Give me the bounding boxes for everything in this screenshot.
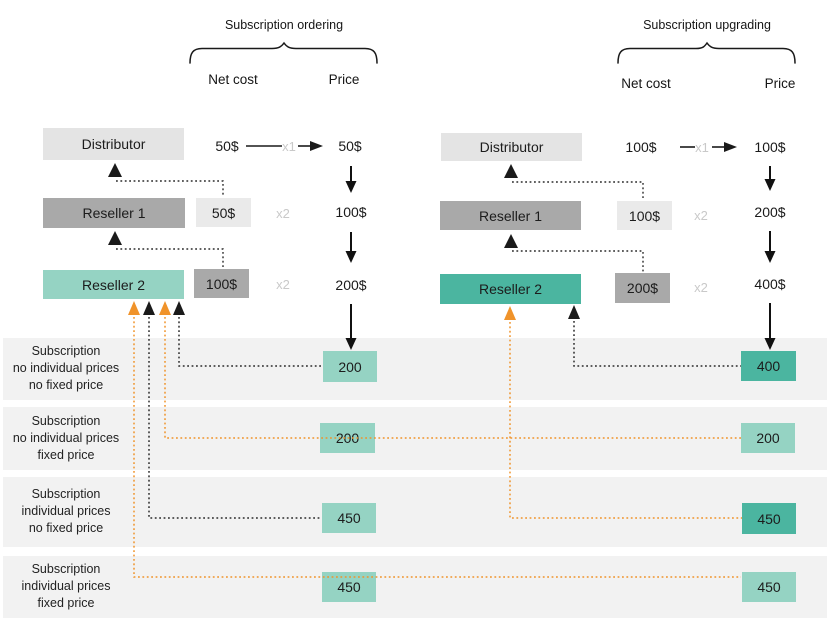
upgrading-reseller2-multiplier: x2 — [694, 280, 708, 295]
ordering-net-cost-header: Net cost — [208, 72, 258, 87]
row-label-4: Subscription individual prices fixed pri… — [0, 561, 132, 612]
row-label-line: Subscription — [31, 487, 101, 501]
arrowhead-up-icon — [128, 301, 140, 315]
arrowhead-up-icon — [108, 163, 122, 177]
upgrading-reseller1-multiplier: x2 — [694, 208, 708, 223]
upgrading-reseller1-box: Reseller 1 — [440, 201, 581, 230]
upgrading-net-cost-header: Net cost — [621, 76, 671, 91]
ordering-reseller1-net-cost-box: 50$ — [196, 198, 251, 227]
ordering-distributor-price: 50$ — [338, 138, 362, 154]
arrowhead-up-icon — [504, 234, 518, 248]
ordering-price-header: Price — [328, 72, 360, 87]
upgrading-row3-value-box: 450 — [742, 503, 796, 534]
ordering-reseller1-multiplier: x2 — [276, 206, 290, 221]
upgrading-distributor-price: 100$ — [754, 139, 786, 155]
upgrading-reseller2-net-cost-box: 200$ — [615, 273, 670, 303]
upgrading-price-flow-arrows — [764, 166, 776, 350]
ordering-row1-value-box: 200 — [323, 351, 377, 382]
ordering-reseller1-box: Reseller 1 — [43, 198, 185, 228]
upgrading-title: Subscription upgrading — [643, 18, 771, 32]
ordering-row4-value-box: 450 — [322, 572, 376, 602]
arrowhead-down-icon — [764, 251, 776, 263]
ordering-distributor-multiplier: x1 — [282, 139, 296, 154]
ordering-brace — [189, 41, 378, 64]
upgrading-reseller1-price: 200$ — [754, 204, 786, 220]
upgrading-reseller1-net-cost-box: 100$ — [617, 201, 672, 230]
row-label-line: no individual prices — [12, 361, 120, 375]
arrowhead-up-icon — [143, 301, 155, 315]
upgrading-distributor-multiplier: x1 — [695, 140, 709, 155]
upgrading-price-header: Price — [764, 76, 796, 91]
ordering-row3-value-box: 450 — [322, 503, 376, 533]
ordering-reseller2-net-cost-box: 100$ — [194, 269, 249, 298]
upgrading-distributor-box: Distributor — [441, 133, 582, 161]
row-label-line: no fixed price — [28, 378, 104, 392]
upgrading-reseller2-box: Reseller 2 — [440, 274, 581, 304]
upgrading-row4-value-box: 450 — [742, 572, 796, 602]
row-label-line: Subscription — [31, 414, 101, 428]
row-label-line: Subscription — [31, 344, 101, 358]
ordering-row2-value-box: 200 — [320, 423, 375, 453]
arrowhead-down-icon — [345, 251, 357, 263]
row-label-line: Subscription — [31, 562, 101, 576]
ordering-reseller2-multiplier: x2 — [276, 277, 290, 292]
upgrading-distributor-net-cost: 100$ — [625, 139, 657, 155]
ordering-title: Subscription ordering — [224, 18, 344, 32]
row-label-1: Subscription no individual prices no fix… — [0, 343, 132, 394]
row-label-line: fixed price — [37, 448, 95, 462]
upgrading-row2-value-box: 200 — [741, 423, 795, 453]
ordering-reseller1-price: 100$ — [335, 204, 367, 220]
ordering-reseller2-box: Reseller 2 — [43, 270, 184, 299]
ordering-price-flow-arrows — [345, 166, 357, 350]
arrowhead-up-icon — [108, 231, 122, 245]
upgrading-row1-value-box: 400 — [741, 351, 796, 381]
upgrading-reseller2-price: 400$ — [754, 276, 786, 292]
row-label-line: no individual prices — [12, 431, 120, 445]
row-label-line: no fixed price — [28, 521, 104, 535]
ordering-distributor-net-cost: 50$ — [215, 138, 239, 154]
arrowhead-up-icon — [173, 301, 185, 315]
arrowhead-up-icon — [504, 306, 516, 320]
row-label-line: fixed price — [37, 596, 95, 610]
row-label-line: individual prices — [21, 579, 111, 593]
row-label-3: Subscription individual prices no fixed … — [0, 486, 132, 537]
ordering-reseller2-price: 200$ — [335, 277, 367, 293]
arrowhead-up-icon — [568, 305, 580, 319]
arrowhead-up-icon — [504, 164, 518, 178]
row-label-2: Subscription no individual prices fixed … — [0, 413, 132, 464]
arrowhead-down-icon — [764, 179, 776, 191]
ordering-distributor-box: Distributor — [43, 128, 184, 160]
arrowhead-down-icon — [345, 181, 357, 193]
row-label-line: individual prices — [21, 504, 111, 518]
arrowhead-up-icon — [159, 301, 171, 315]
upgrading-brace — [617, 41, 796, 64]
